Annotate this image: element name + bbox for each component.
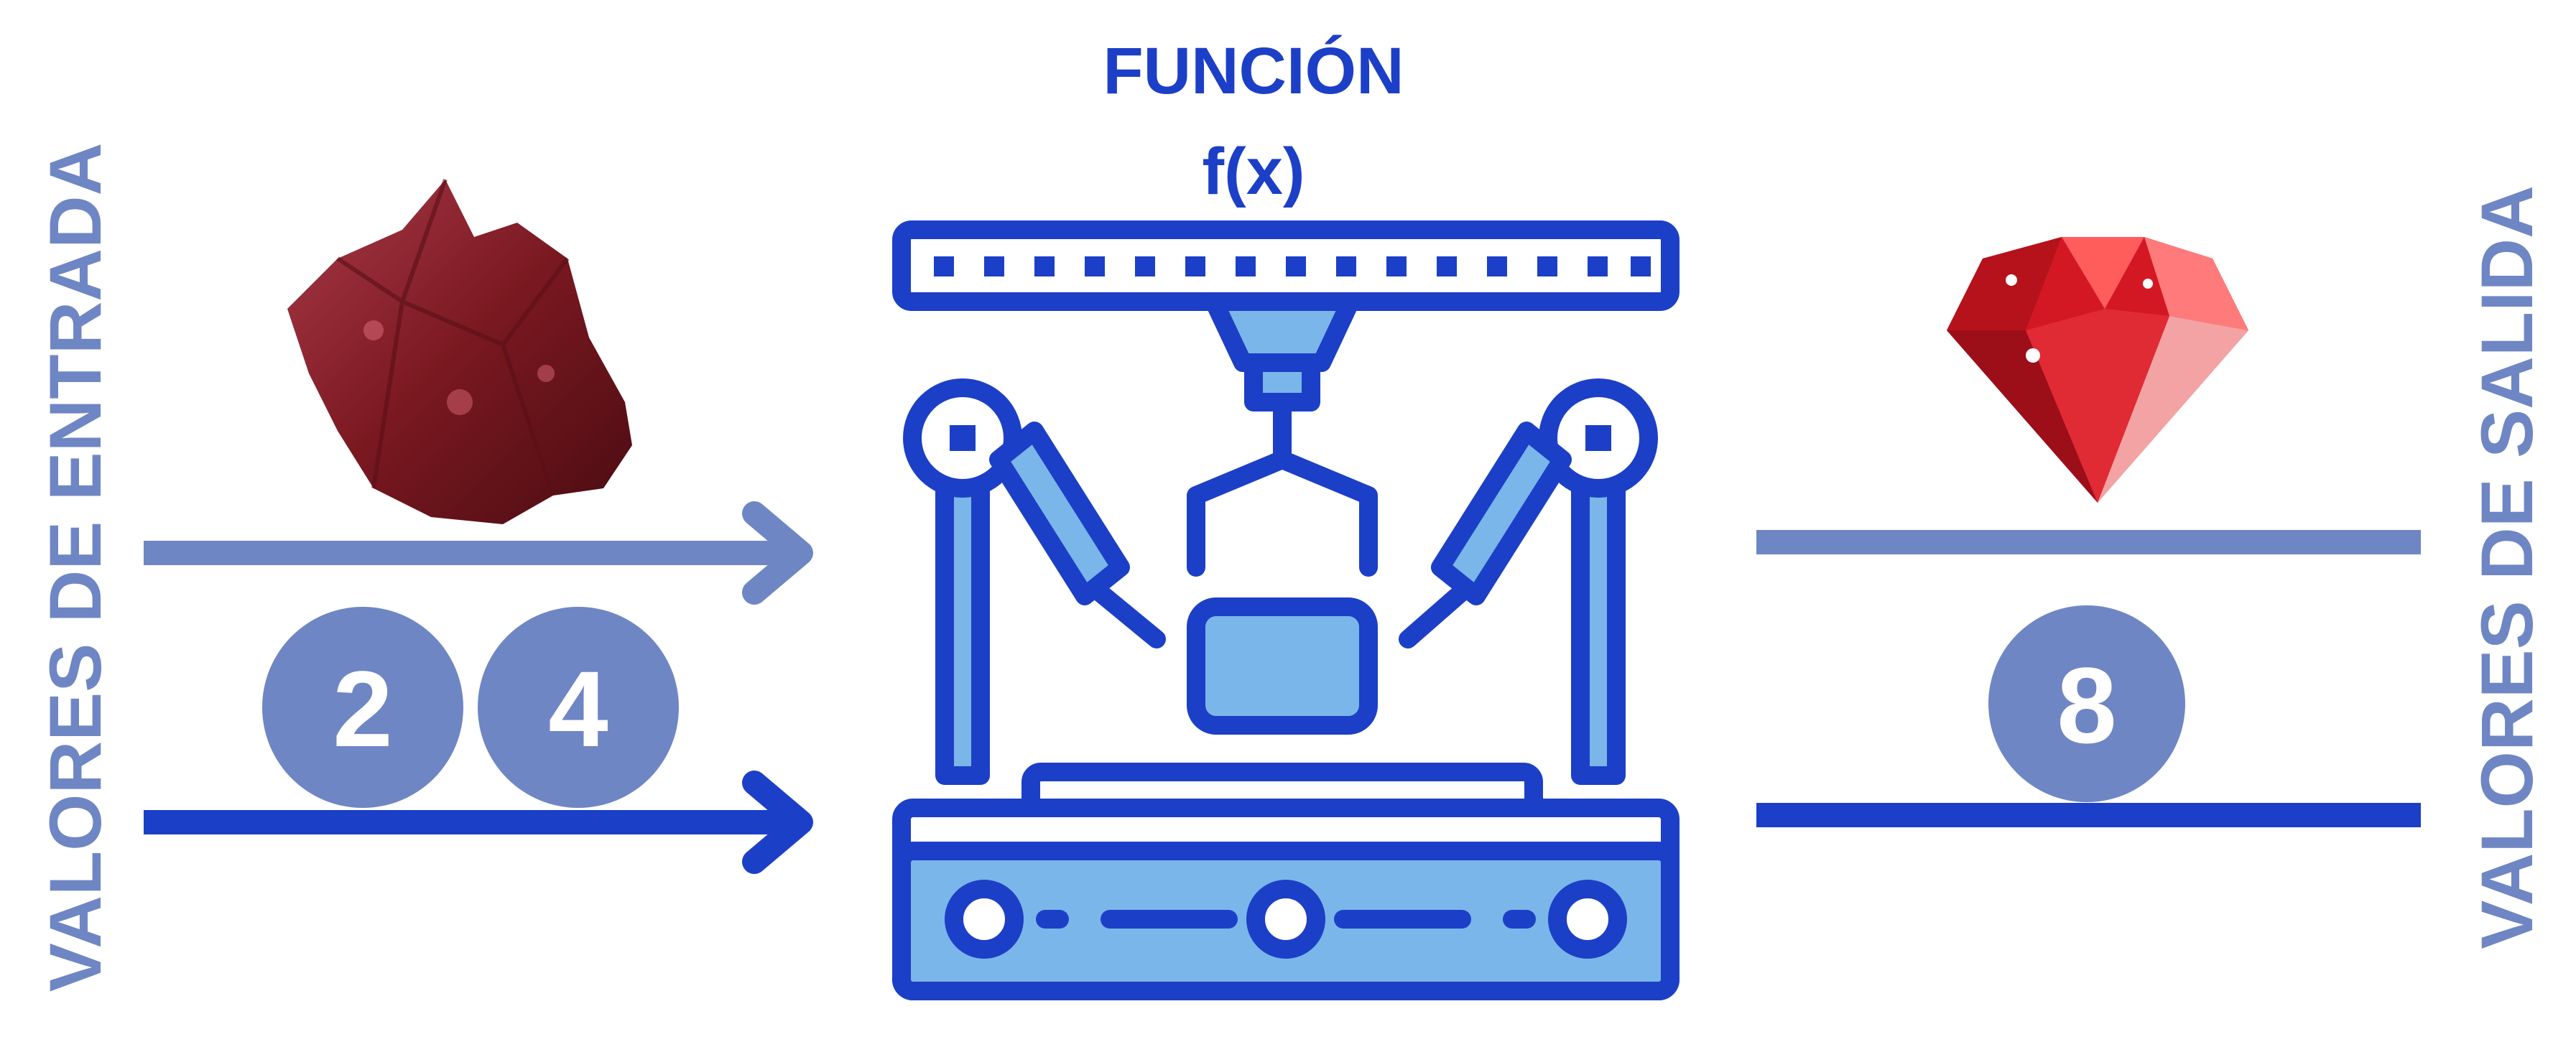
cut-ruby-gem-icon: [1947, 237, 2248, 503]
raw-ruby-stone-icon: [287, 179, 632, 524]
input-arrow-bottom: [144, 771, 813, 874]
output-value: 8: [2057, 645, 2116, 766]
output-values-label: VALORES DE SALIDA: [2466, 185, 2548, 949]
input-value: 2: [333, 648, 392, 769]
output-value-circle: 8: [1988, 605, 2185, 802]
input-value-circle: 4: [478, 607, 679, 808]
input-value: 4: [548, 648, 608, 769]
diagram-title: FUNCIÓN: [1103, 34, 1404, 108]
function-notation: f(x): [1202, 135, 1305, 208]
input-value-circle: 2: [262, 607, 463, 808]
factory-robot-machine-icon: [892, 220, 1680, 1000]
input-values-label: VALORES DE ENTRADA: [34, 143, 116, 992]
input-arrow-top: [144, 501, 813, 605]
